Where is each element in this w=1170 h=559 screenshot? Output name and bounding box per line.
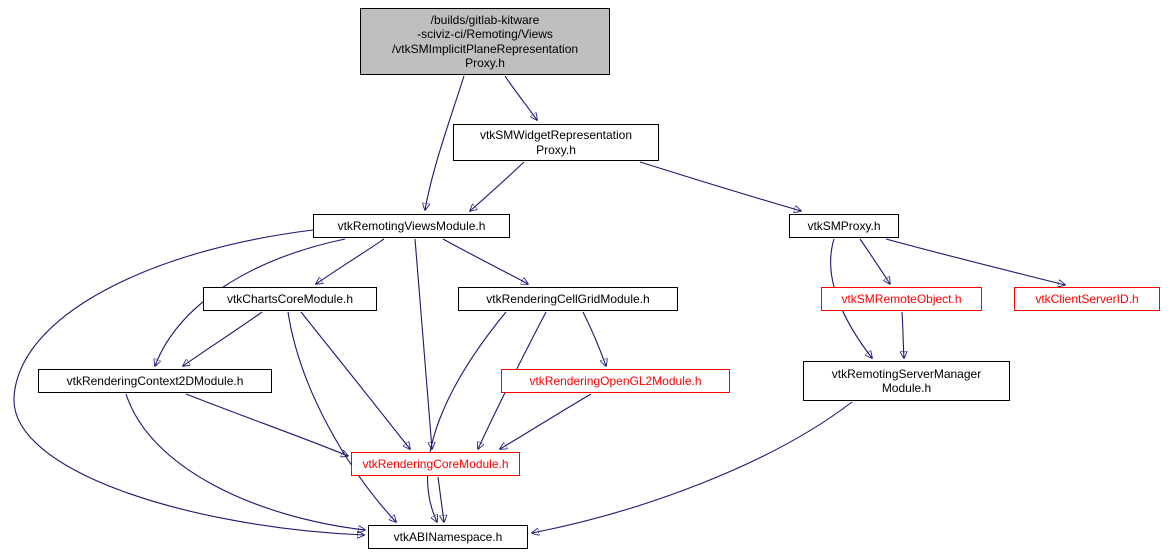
node-vtkRenderingCellGridModule[interactable]: vtkRenderingCellGridModule.h: [458, 287, 678, 311]
node-vtkSMRemoteObject[interactable]: vtkSMRemoteObject.h: [821, 287, 982, 311]
edge-context2d-to-abinamespace: [125, 393, 365, 530]
edge-chartscore-to-renderingcore: [300, 311, 410, 449]
edge-chartscore-to-abinamespace: [287, 311, 396, 522]
node-vtkRemotingViewsModule[interactable]: vtkRemotingViewsModule.h: [313, 214, 510, 238]
edge-main-to-viewsmodule: [425, 75, 465, 210]
edge-servermanagermodule-to-abinamespace: [532, 401, 853, 533]
edge-viewsmodule-to-chartscore: [316, 238, 385, 284]
node-vtkRenderingOpenGL2Module[interactable]: vtkRenderingOpenGL2Module.h: [501, 369, 730, 393]
edge-viewsmodule-to-abinamespace: [13, 229, 364, 535]
edge-opengl2-to-renderingcore: [500, 393, 592, 449]
edge-widgetproxy-to-viewsmodule: [470, 161, 525, 211]
node-vtkChartsCoreModule[interactable]: vtkChartsCoreModule.h: [203, 287, 377, 311]
edge-cellgrid-to-opengl2: [582, 311, 606, 366]
node-vtkRemotingServerManagerModule[interactable]: vtkRemotingServerManager Module.h: [803, 361, 1010, 401]
node-vtkSMWidgetRepresentationProxy[interactable]: vtkSMWidgetRepresentation Proxy.h: [453, 124, 659, 161]
edge-smproxy-to-smremoteobject: [859, 238, 890, 284]
edge-context2d-to-renderingcore: [185, 393, 348, 456]
node-vtkClientServerID[interactable]: vtkClientServerID.h: [1014, 287, 1160, 311]
edge-renderingcore-to-abinamespace: [437, 476, 444, 522]
edge-viewsmodule-to-cellgrid: [442, 238, 528, 284]
edge-main-to-widgetproxy: [504, 75, 537, 120]
edge-widgetproxy-to-smproxy: [639, 161, 801, 211]
edge-smremoteobject-to-servermanagermodule: [902, 311, 904, 358]
edge-smproxy-to-clientserverid: [885, 238, 1065, 285]
edge-viewsmodule-to-renderingcore: [414, 238, 432, 449]
node-vtkRenderingCoreModule[interactable]: vtkRenderingCoreModule.h: [351, 452, 520, 476]
edge-chartscore-to-context2d: [183, 311, 263, 366]
node-vtkABINamespace[interactable]: vtkABINamespace.h: [368, 525, 528, 549]
node-vtkSMImplicitPlaneRepresentationProxy: /builds/gitlab-kitware -sciviz-ci/Remoti…: [360, 8, 610, 75]
edge-cellgrid-to-abinamespace: [427, 311, 507, 522]
node-vtkRenderingContext2DModule[interactable]: vtkRenderingContext2DModule.h: [38, 369, 272, 393]
node-vtkSMProxy[interactable]: vtkSMProxy.h: [789, 214, 899, 238]
